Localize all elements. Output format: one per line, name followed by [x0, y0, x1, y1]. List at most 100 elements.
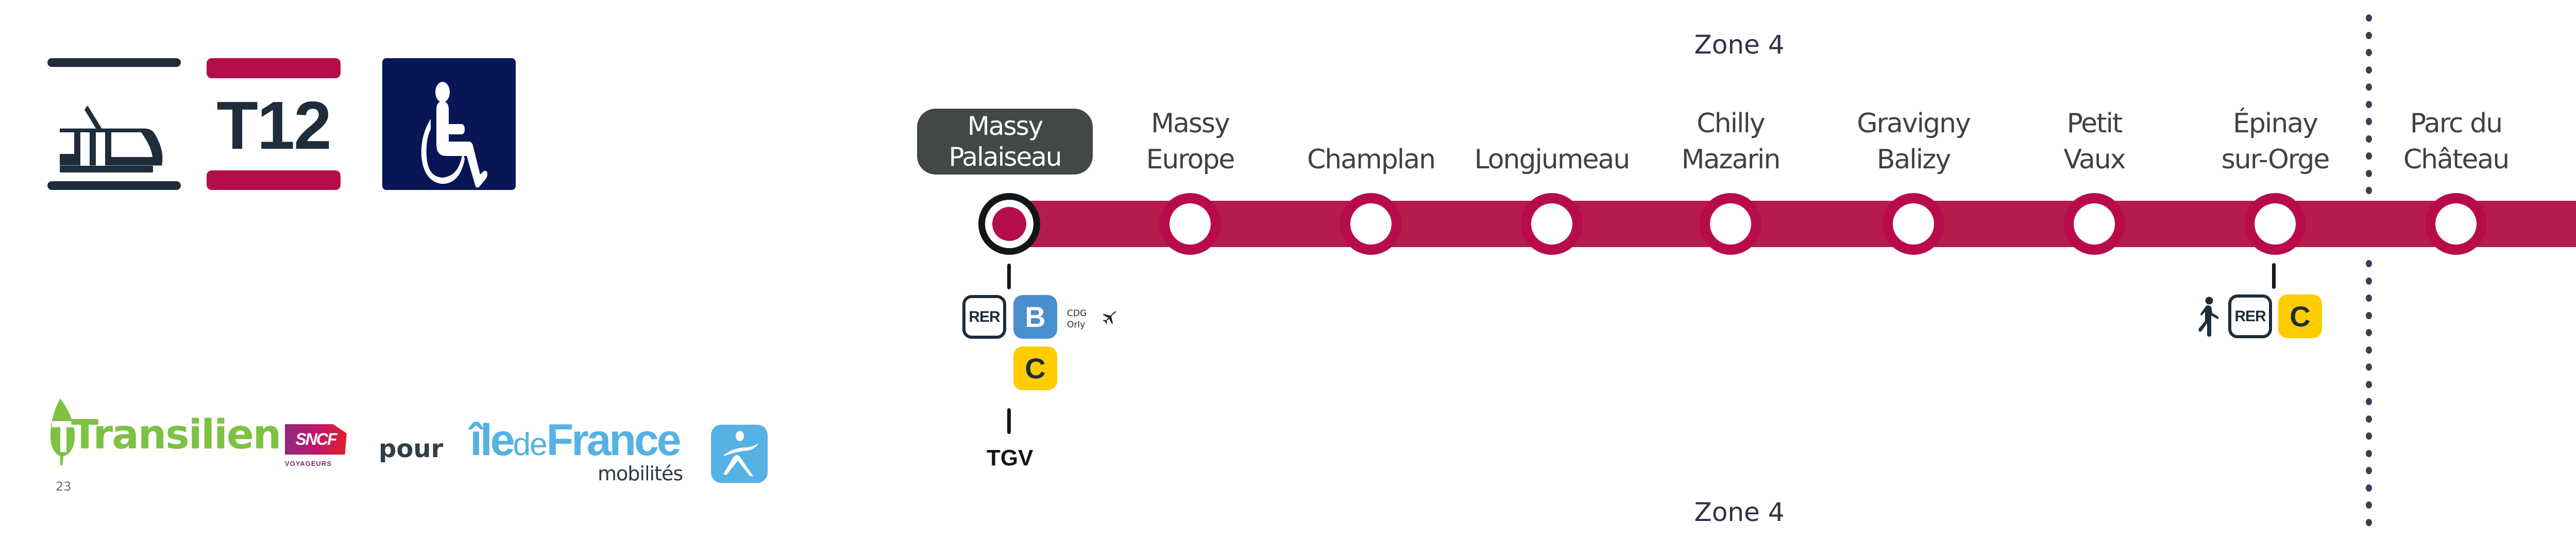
- station-label-champlan[interactable]: Champlan: [1268, 142, 1474, 178]
- zone-boundary-dot: [2366, 152, 2372, 160]
- zone-boundary-dot: [2366, 501, 2372, 509]
- zone-boundary-dot: [2366, 484, 2372, 492]
- zone-boundary-dot: [2366, 329, 2372, 336]
- zone-boundary-dot: [2366, 415, 2372, 423]
- zone-boundary-dot: [2366, 381, 2372, 388]
- zone-boundary-dot: [2366, 277, 2372, 285]
- zone-label-bottom-4: Zone 4: [1694, 497, 1785, 527]
- station-name-line: Parc du: [2410, 108, 2503, 139]
- station-name-line: Champlan: [1307, 144, 1436, 175]
- rer-c-badge[interactable]: C: [1013, 346, 1057, 390]
- pour-label: pour: [379, 435, 444, 463]
- station-label-gravigny-balizy[interactable]: Gravigny Balizy: [1810, 106, 2016, 178]
- tgv-label[interactable]: TGV: [987, 445, 1033, 471]
- zone-label-top-4: Zone 4: [1694, 30, 1785, 60]
- station-label-massy-palaiseau[interactable]: Massy Palaiseau: [917, 109, 1093, 175]
- connector-tick: [1007, 408, 1011, 434]
- station-label-petit-vaux[interactable]: Petit Vaux: [1991, 106, 2197, 178]
- wordmark-france: France: [546, 415, 682, 465]
- zone-boundary-dot: [2366, 32, 2372, 39]
- station-marker: [1700, 193, 1761, 255]
- t12-line-track: [1009, 201, 2576, 247]
- zone-boundary-dot: [2366, 519, 2372, 526]
- station-name-line: Chilly: [1697, 108, 1765, 139]
- tram-bottom-bar: [47, 181, 181, 190]
- rer-badge[interactable]: RER: [962, 295, 1006, 339]
- terminus-marker: [978, 193, 1040, 255]
- t12-bottom-bar: [207, 170, 341, 190]
- station-marker: [1883, 193, 1944, 255]
- zone-boundary-dot: [2366, 450, 2372, 457]
- tram-top-bar: [47, 58, 181, 67]
- station-marker: [1159, 193, 1221, 255]
- idfm-pictogram: [711, 425, 768, 483]
- station-label-parc-du-chateau[interactable]: Parc du Château: [2353, 106, 2559, 178]
- plane-icon: [1103, 311, 1117, 324]
- station-name-line: Longjumeau: [1474, 144, 1631, 175]
- rer-c-badge[interactable]: C: [2278, 294, 2322, 338]
- tram-rail: [60, 166, 153, 172]
- tram-icon: [60, 106, 163, 166]
- zone-boundary-dot: [2366, 432, 2372, 440]
- leaf-icon: [50, 398, 75, 465]
- station-name-line: Gravigny: [1857, 108, 1971, 139]
- line-number: T12: [216, 88, 331, 163]
- zone-boundary-dot: [2366, 260, 2372, 267]
- station-label-longjumeau[interactable]: Longjumeau: [1449, 142, 1655, 178]
- airport-cdg-label: CDG: [1067, 308, 1087, 319]
- station-marker: [2063, 193, 2125, 255]
- wordmark-de: de: [513, 427, 548, 462]
- voyageurs-label: VOYAGEURS: [285, 460, 332, 467]
- zone-boundary-dot: [2366, 398, 2372, 405]
- station-name-line: de l’Orge: [2534, 142, 2576, 178]
- station-name-line: Massy: [1151, 108, 1230, 139]
- rer-badge[interactable]: RER: [2228, 294, 2272, 338]
- station-marker: [1340, 193, 1402, 255]
- station-label-epinay-sur-orge[interactable]: Épinay sur-Orge: [2172, 106, 2378, 178]
- station-name-line: Épinay: [2233, 108, 2318, 139]
- station-name-line: Massy: [967, 111, 1043, 141]
- zone-boundary-dot: [2366, 346, 2372, 354]
- zone-boundary-dot: [2366, 363, 2372, 371]
- station-marker: [1521, 193, 1583, 255]
- walking-person-icon: [2198, 297, 2219, 337]
- station-label-chilly-mazarin[interactable]: Chilly Mazarin: [1628, 106, 1834, 178]
- zone-boundary-dot: [2366, 83, 2372, 91]
- station-name-line: Coteaux: [2534, 106, 2576, 142]
- station-name-line: Europe: [1146, 144, 1235, 175]
- station-name-line: Vaux: [2063, 144, 2126, 175]
- accessibility-badge: [382, 58, 516, 190]
- connector-tick: [1007, 264, 1011, 289]
- ile-de-france-wordmark: îledeFrance: [470, 415, 682, 467]
- zone-boundary-dot: [2366, 467, 2372, 474]
- zone-boundary-dot: [2366, 66, 2372, 74]
- rer-b-badge[interactable]: B: [1013, 295, 1057, 339]
- wheelchair-icon: [421, 82, 487, 188]
- station-marker: [2425, 193, 2487, 255]
- transilien-wordmark: Transilien: [71, 412, 281, 458]
- zone-boundary-dot: [2366, 294, 2372, 302]
- zone-boundary-dot: [2366, 101, 2372, 108]
- wordmark-ile: île: [470, 415, 515, 465]
- station-label-massy-europe[interactable]: Massy Europe: [1087, 106, 1293, 178]
- mobilites-wordmark: mobilités: [598, 462, 683, 485]
- connector-tick: [2272, 263, 2276, 289]
- zone-boundary-dot: [2366, 118, 2372, 125]
- station-label-coteaux-de-l-orge[interactable]: Coteaux de l’Orge: [2534, 106, 2576, 178]
- zone-boundary-dot: [2366, 187, 2372, 194]
- sncf-wordmark: SNCF: [285, 424, 347, 455]
- zone-boundary-dot: [2366, 312, 2372, 319]
- station-name-line: sur-Orge: [2221, 144, 2330, 175]
- t12-top-bar: [207, 58, 341, 78]
- station-name-line: Balizy: [1876, 144, 1952, 175]
- zone-boundary-dot: [2366, 135, 2372, 143]
- zone-boundary-dot: [2366, 170, 2372, 177]
- station-name-line: Château: [2403, 144, 2510, 175]
- station-marker: [2244, 193, 2306, 255]
- station-name-line: Petit: [2066, 108, 2123, 139]
- station-name-line: Mazarin: [1681, 144, 1781, 175]
- page-number: 23: [56, 479, 72, 494]
- idfm-person-icon: [722, 431, 758, 476]
- zone-boundary-dot: [2366, 49, 2372, 56]
- airport-orly-label: Orly: [1067, 320, 1086, 330]
